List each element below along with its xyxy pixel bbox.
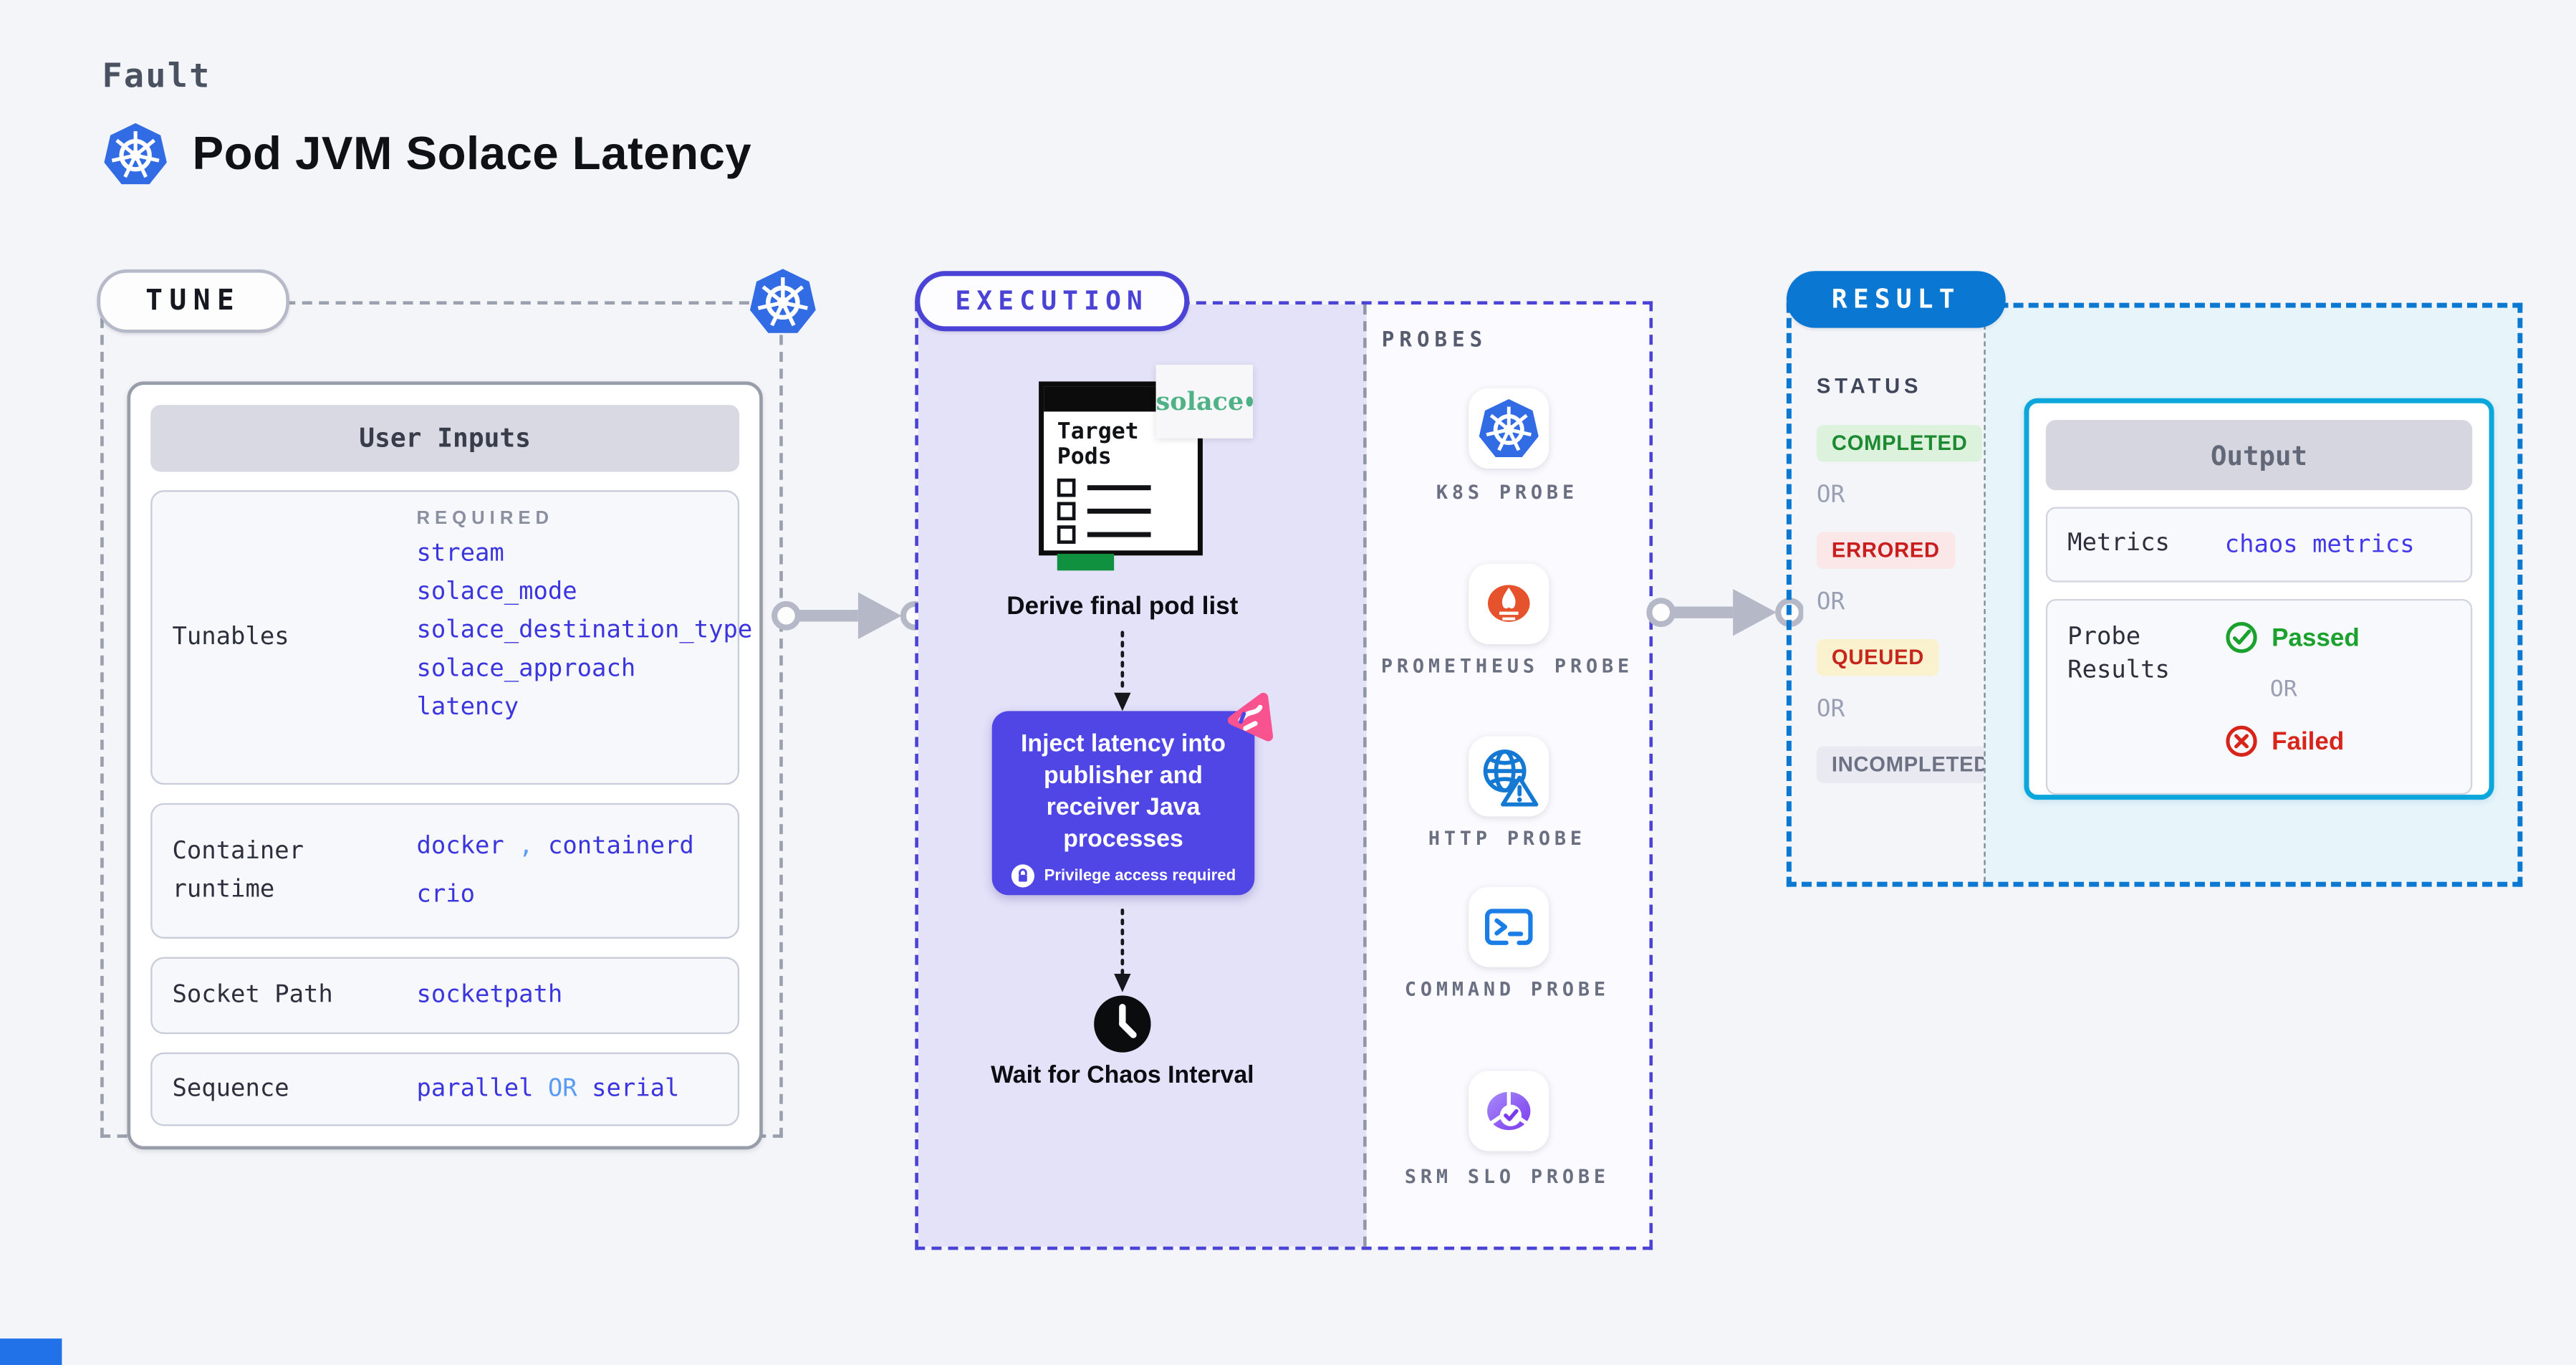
target-pods-title: Target Pods xyxy=(1057,418,1139,471)
chaos-experiment-icon xyxy=(1227,692,1274,742)
probe-results-label: Probe Results xyxy=(2067,623,2170,685)
output-card: Output Metrics chaos metrics Probe Resul… xyxy=(2024,398,2494,800)
checkbox-icon xyxy=(1057,479,1076,498)
down-arrow xyxy=(1114,908,1131,992)
tunables-row: Tunables REQUIRED stream solace_mode sol… xyxy=(150,490,752,785)
srm-slo-probe-card xyxy=(1468,1071,1549,1151)
tunable-value: solace_mode xyxy=(416,578,577,606)
privilege-note: Privilege access required xyxy=(1044,867,1236,886)
container-runtime-value: crio xyxy=(416,881,475,909)
sequence-row: Sequence parallel OR serial xyxy=(150,1052,740,1127)
page-title: Pod JVM Solace Latency xyxy=(192,127,752,179)
status-kicker: STATUS xyxy=(1816,375,1923,398)
prometheus-probe-card xyxy=(1468,563,1549,645)
execution-pill: EXECUTION xyxy=(915,271,1189,332)
slo-pie-check-icon xyxy=(1486,1090,1530,1131)
lock-icon xyxy=(1011,865,1035,889)
tunable-value: latency xyxy=(416,694,519,722)
status-badge: COMPLETED xyxy=(1816,425,1983,462)
derive-pod-list-step: Derive final pod list xyxy=(1006,592,1239,621)
container-runtime-row: Container runtime docker , containerd cr… xyxy=(150,803,740,939)
or-separator: OR xyxy=(1816,482,1845,509)
probe-label: K8S PROBE xyxy=(1436,480,1578,504)
http-probe-card xyxy=(1468,736,1549,817)
http-globe-warning-icon xyxy=(1482,749,1538,807)
status-badge: ERRORED xyxy=(1816,532,1955,569)
flow-arrow xyxy=(1646,588,1804,636)
result-section: STATUS COMPLETED OR ERRORED OR QUEUED OR… xyxy=(1786,302,2523,887)
execution-section: Target Pods solace Derive final pod list… xyxy=(915,301,1653,1250)
probes-panel: PROBES K8S PROBE xyxy=(1366,304,1650,1247)
execution-flow-panel: Target Pods solace Derive final pod list… xyxy=(918,304,1367,1247)
socket-path-value: socketpath xyxy=(416,982,563,1010)
output-title: Output xyxy=(2045,420,2473,491)
status-badge: QUEUED xyxy=(1816,639,1940,676)
probe-label: SRM SLO PROBE xyxy=(1404,1164,1610,1188)
checkbox-icon xyxy=(1057,525,1076,545)
metrics-row: Metrics chaos metrics xyxy=(2045,507,2473,583)
fault-kicker: Fault xyxy=(102,55,211,96)
or-separator: OR xyxy=(1816,588,1845,616)
clock-icon xyxy=(1092,994,1153,1054)
tunable-value: solace_approach xyxy=(416,656,636,683)
flow-arrow xyxy=(772,592,928,640)
x-circle-icon xyxy=(2226,725,2257,757)
probe-label: PROMETHEUS PROBE xyxy=(1380,654,1633,678)
container-runtime-values: docker , containerd xyxy=(416,833,694,861)
checkbox-icon xyxy=(1057,502,1076,521)
down-arrow xyxy=(1114,631,1131,712)
check-circle-icon xyxy=(2226,622,2257,653)
probe-label: HTTP PROBE xyxy=(1428,826,1586,851)
user-inputs-title: User Inputs xyxy=(150,405,740,472)
socket-path-row: Socket Path socketpath xyxy=(150,957,740,1035)
tunables-label: Tunables xyxy=(172,623,289,651)
kubernetes-icon xyxy=(104,123,167,185)
status-badge: INCOMPLETED xyxy=(1816,746,2005,783)
tunable-value: stream xyxy=(416,540,504,567)
sequence-values: parallel OR serial xyxy=(416,1076,680,1103)
or-separator: OR xyxy=(1816,696,1845,723)
user-inputs-card: User Inputs Tunables REQUIRED stream sol… xyxy=(127,381,763,1151)
metrics-label: Metrics xyxy=(2067,531,2170,558)
socket-path-label: Socket Path xyxy=(172,982,333,1009)
inject-latency-step: Inject latency into publisher and receiv… xyxy=(991,711,1255,896)
passed-label: Passed xyxy=(2272,623,2360,652)
k8s-probe-card xyxy=(1468,388,1549,469)
required-kicker: REQUIRED xyxy=(416,508,554,529)
probe-results-row: Probe Results Passed OR xyxy=(2045,598,2473,795)
status-panel: STATUS COMPLETED OR ERRORED OR QUEUED OR… xyxy=(1792,308,2005,882)
command-probe-card xyxy=(1468,886,1549,967)
metrics-value: chaos metrics xyxy=(2224,531,2415,558)
container-runtime-label: Container runtime xyxy=(172,838,304,903)
progress-bar xyxy=(1057,554,1115,571)
solace-logo: solace xyxy=(1155,365,1253,439)
kubernetes-icon xyxy=(1478,398,1538,457)
failed-label: Failed xyxy=(2272,727,2345,756)
output-panel: Output Metrics chaos metrics Probe Resul… xyxy=(1984,307,2518,882)
kubernetes-icon xyxy=(749,269,816,333)
sequence-label: Sequence xyxy=(172,1076,289,1103)
solace-dot-icon xyxy=(1245,396,1253,407)
or-separator: OR xyxy=(2269,676,2297,703)
wait-chaos-interval-step: Wait for Chaos Interval xyxy=(991,1062,1254,1090)
tune-pill: TUNE xyxy=(97,269,289,333)
result-pill: RESULT xyxy=(1786,271,2006,328)
probe-label: COMMAND PROBE xyxy=(1404,977,1610,1001)
probes-kicker: PROBES xyxy=(1381,326,1488,352)
tunable-value: solace_destination_type xyxy=(416,617,753,645)
page-title-row: Pod JVM Solace Latency xyxy=(102,120,751,187)
bottom-left-accent xyxy=(0,1338,62,1365)
terminal-icon xyxy=(1484,909,1532,945)
prometheus-icon xyxy=(1486,585,1529,622)
